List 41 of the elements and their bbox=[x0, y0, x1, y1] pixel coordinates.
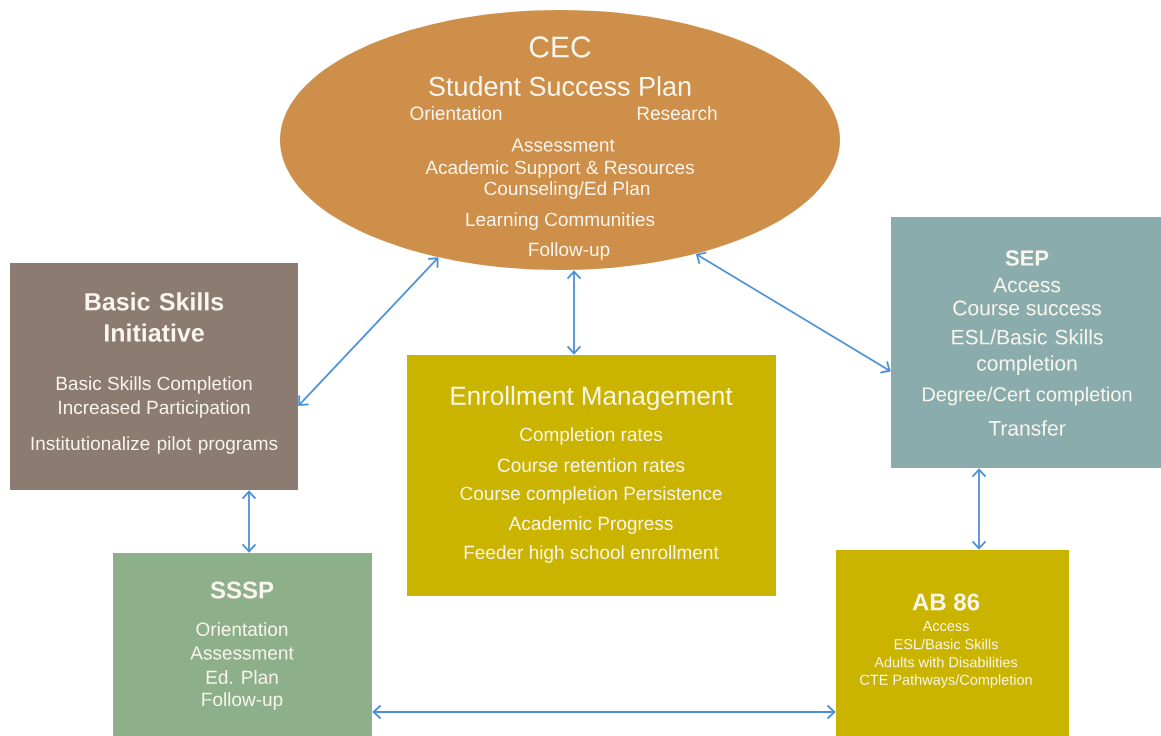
list-item: Course retention rates bbox=[497, 458, 685, 472]
list-item: Completion rates bbox=[520, 427, 663, 445]
box-heading: Enrollment Management bbox=[451, 385, 733, 411]
list-item: Basic Skills Completion bbox=[56, 376, 252, 394]
box-heading: AB 86 bbox=[912, 593, 980, 611]
list-item: ESL/Basic Skills completion bbox=[952, 329, 1103, 375]
list-item: Student Success Plan bbox=[429, 76, 691, 96]
box-heading: SEP bbox=[1005, 250, 1049, 266]
double-arrow bbox=[695, 251, 891, 374]
double-arrow bbox=[372, 704, 836, 720]
list-item: Research bbox=[637, 106, 717, 120]
list-item: Access bbox=[922, 620, 969, 632]
box-heading: Basic Skills Initiative bbox=[85, 292, 224, 342]
list-item: Academic Support & Resources bbox=[425, 160, 694, 178]
list-item: Increased Participation bbox=[59, 400, 250, 418]
list-item: Follow-up bbox=[529, 242, 610, 260]
list-item: Degree/Cert completion bbox=[923, 386, 1132, 406]
list-item: Course completion Persistence bbox=[460, 486, 722, 504]
double-arrow bbox=[241, 490, 257, 553]
list-item: Access bbox=[993, 277, 1061, 293]
list-item: Course success bbox=[953, 300, 1101, 316]
double-arrow bbox=[566, 270, 582, 355]
list-item: Orientation bbox=[196, 622, 288, 636]
list-item: Feeder high school enrollment bbox=[464, 545, 719, 563]
double-arrow bbox=[971, 468, 987, 550]
list-item: Counseling/Ed Plan bbox=[484, 181, 650, 199]
list-item: Transfer bbox=[988, 420, 1066, 436]
list-item: Adults with Disabilities bbox=[874, 656, 1018, 668]
double-arrow bbox=[298, 257, 439, 406]
list-item: Academic Progress bbox=[508, 516, 673, 534]
list-item: Assessment bbox=[511, 138, 615, 152]
list-item: Follow-up bbox=[202, 692, 283, 710]
list-item: Assessment bbox=[190, 646, 294, 660]
list-item: Orientation bbox=[410, 106, 502, 120]
box-heading: SSSP bbox=[210, 581, 274, 599]
list-item: CTE Pathways/Completion bbox=[860, 674, 1032, 688]
list-item: Ed. Plan bbox=[206, 670, 278, 684]
list-item: Institutionalize pilot programs bbox=[31, 436, 278, 454]
box-heading: CEC bbox=[529, 36, 591, 58]
list-item: ESL/Basic Skills bbox=[894, 638, 998, 650]
list-item: Learning Communities bbox=[466, 212, 655, 230]
